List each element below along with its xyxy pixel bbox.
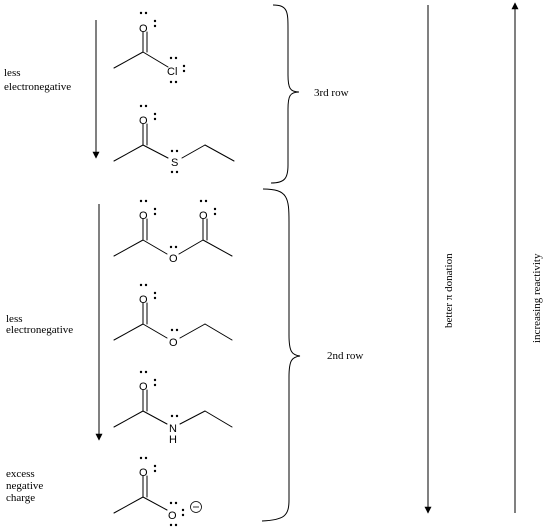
negative-charge-icon xyxy=(190,501,202,513)
label-2nd-row: 2nd row xyxy=(327,350,363,362)
molecule-ester: O O xyxy=(113,283,233,349)
brace-2nd-row xyxy=(261,188,301,522)
label-3rd-row: 3rd row xyxy=(314,87,349,99)
label-less-electronegative-bottom: less electronegative xyxy=(6,313,73,336)
atom-sulfur: S xyxy=(171,157,178,169)
molecule-amide: O N H xyxy=(113,370,233,446)
molecule-thioester: O S xyxy=(113,104,235,174)
atom-oxygen: O xyxy=(139,381,148,393)
atom-chlorine: Cl xyxy=(167,66,177,78)
atom-oxygen: O xyxy=(169,337,178,349)
label-reactivity: increasing reactivity xyxy=(531,253,543,343)
atom-nitrogen: N xyxy=(169,423,177,435)
label-excess-negative-charge: excess negative charge xyxy=(6,468,46,504)
label-less-electronegative-top: less electronegative xyxy=(4,67,71,93)
atom-oxygen: O xyxy=(139,210,148,222)
molecule-anhydride: O O O xyxy=(113,199,233,265)
molecule-acyl-chloride: O Cl xyxy=(113,11,186,84)
atom-oxygen: O xyxy=(168,510,177,522)
atom-oxygen: O xyxy=(169,253,178,265)
atom-oxygen: O xyxy=(199,210,208,222)
atom-oxygen: O xyxy=(139,23,148,35)
molecule-carboxylate: O O xyxy=(113,456,202,527)
atom-oxygen: O xyxy=(139,467,148,479)
label-pi-donation: better π donation xyxy=(443,253,455,328)
atom-oxygen: O xyxy=(139,294,148,306)
atom-oxygen: O xyxy=(139,115,148,127)
atom-hydrogen: H xyxy=(169,434,177,446)
brace-3rd-row xyxy=(270,4,300,184)
